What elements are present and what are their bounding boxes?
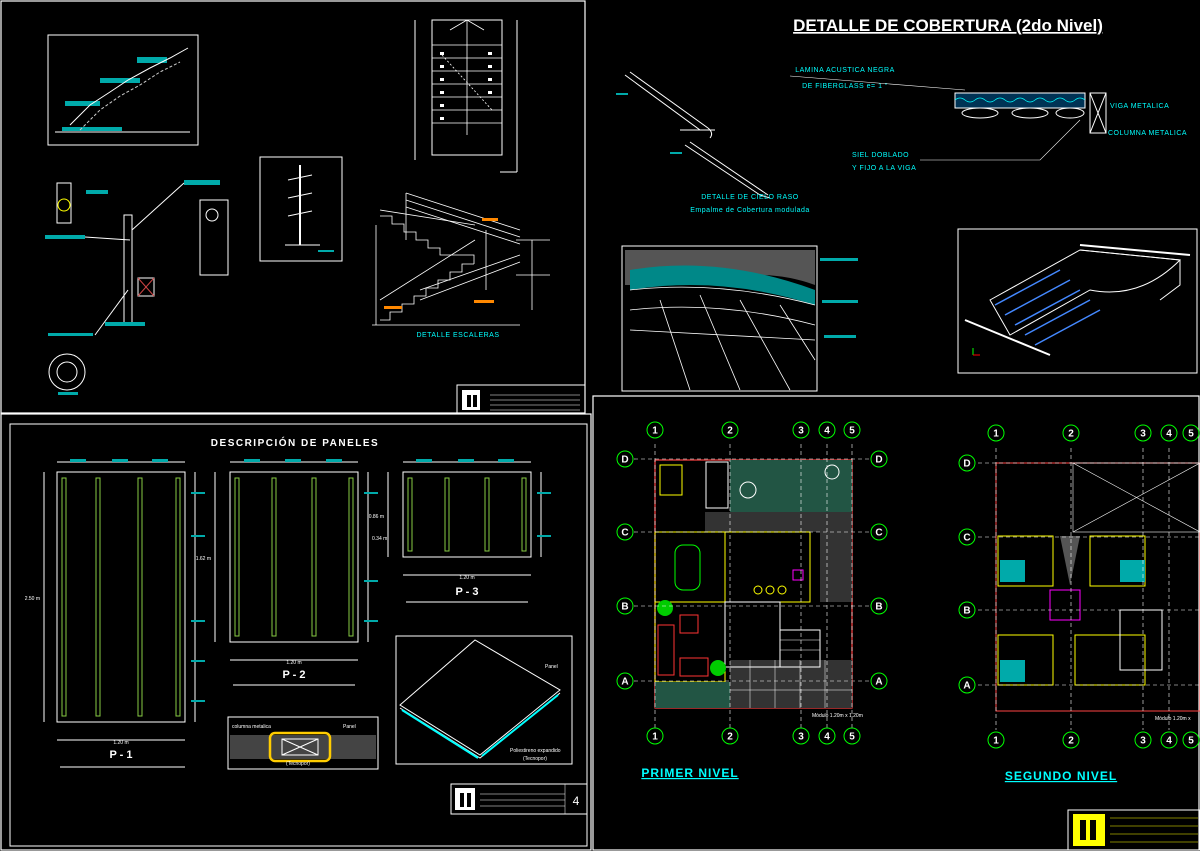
p2-height-dim: 1.62 m [196,556,211,562]
first-floor-plan: 1 2 3 4 5 1 2 3 4 5 D C B A D C B A Módu… [616,421,888,780]
p2-label: P - 2 [282,669,305,681]
sf-grid-4-top: 4 [1166,429,1172,440]
sf-grid-2-top: 2 [1068,429,1074,440]
sf-grid-c: C [963,533,970,544]
stairs-sheet: DETALLE ESCALERAS [45,19,586,414]
panel-p1 [56,471,186,723]
ff-grid-b-left: B [621,602,628,613]
sf-module-note: Módulo 1.20m x [1155,716,1191,722]
ff-grid-3-bottom: 3 [798,732,804,743]
ff-grid-3-top: 3 [798,426,804,437]
roof-panel-section [954,92,1086,109]
sf-grid-a: A [963,681,970,692]
ff-grid-a-left: A [621,677,628,688]
roof-iso-view [957,228,1198,374]
panels-sheet-inner-border [9,423,588,847]
roof-title: DETALLE DE COBERTURA (2do Nivel) [793,16,1103,35]
ff-grid-4-bottom: 4 [824,732,830,743]
note-fiberglass: DE FIBERGLASS e= 1 " [802,83,888,90]
note-metal-beam: VIGA METALICA [1110,103,1169,110]
railing-elevation [259,156,343,262]
plans-sheet: 1 2 3 4 5 1 2 3 4 5 D C B A D C B A Módu… [616,421,1200,851]
stairs-sheet-border [0,0,586,414]
ff-grid-5-top: 5 [849,426,855,437]
p1-height-dim: 2.50 m [25,596,40,602]
panel-p2 [229,471,359,643]
p1-label: P - 1 [109,749,132,761]
note-ceiling-1: SIEL DOBLADO [852,152,909,159]
joint-panel-note: Panel [343,724,356,730]
first-floor-title: PRIMER NIVEL [641,766,738,780]
roof-joint-caption: Empalme de Cobertura modulada [690,207,810,214]
sf-grid-2-bottom: 2 [1068,736,1074,747]
ff-grid-a-right: A [875,677,882,688]
ff-grid-1-top: 1 [652,426,658,437]
sf-grid-1-top: 1 [993,429,999,440]
joint-detail [227,716,379,770]
ff-grid-b-right: B [875,602,882,613]
p3-width-dim: 1.20 m [459,575,474,581]
plans-sheet-border [592,395,1200,851]
ff-grid-d-left: D [621,455,628,466]
roof-sheet-area [598,1,1199,395]
p3-label: P - 3 [455,586,478,598]
sf-grid-3-top: 3 [1140,429,1146,440]
ff-grid-4-top: 4 [824,426,830,437]
stair-section [372,192,550,326]
ff-grid-1-bottom: 1 [652,732,658,743]
ff-grid-5-bottom: 5 [849,732,855,743]
p3-height-dim: 0.86 m [369,514,384,520]
note-ceiling-2: Y FIJO A LA VIGA [852,165,916,172]
panels-sheet: DESCRIPCIÓN DE PANELES 2.50 m 1.20 m P -… [25,436,588,815]
handrail-detail [56,182,72,224]
stairs-title-block [456,384,586,414]
panels-title-block [450,783,588,815]
ceiling-caption: DETALLE DE CIELO RASO [701,194,799,201]
panel-p3 [402,471,532,558]
panels-title: DESCRIPCIÓN DE PANELES [211,436,379,449]
sf-grid-4-bottom: 4 [1166,736,1172,747]
p2-width-dim: 1.20 m [286,660,301,666]
ff-grid-2-top: 2 [727,426,733,437]
second-floor-title: SEGUNDO NIVEL [1005,769,1117,783]
ceiling-detail [624,71,771,199]
sf-grid-1-bottom: 1 [993,736,999,747]
p1-width-dim: 1.20 m [113,740,128,746]
plans-title-block [1067,809,1200,851]
p2-dim-034: 0.34 m [372,536,387,542]
iso-note-2: (Tecnopor) [523,756,547,762]
second-floor-plan: 1 2 3 4 5 1 2 3 4 5 D C B A Módulo 1.20m… [958,424,1200,783]
iso-note-1: Poliestireno expandido [510,748,561,754]
sf-grid-5-bottom: 5 [1188,736,1194,747]
panel-iso-view [395,635,573,765]
ff-grid-c-left: C [621,528,628,539]
stairs-title: DETALLE ESCALERAS [416,332,499,339]
ff-module-note: Módulo 1.20m x 1.20m [812,713,863,719]
ff-grid-c-right: C [875,528,882,539]
sf-grid-b: B [963,606,970,617]
joint-tecnopor-note: (Tecnopor) [286,761,310,767]
roof-perspective-view [621,245,818,392]
note-metal-column: COLUMNA METALICA [1108,130,1187,137]
stair-section-detail [47,34,199,146]
iso-panel-note: Panel [545,664,558,670]
sf-grid-5-top: 5 [1188,429,1194,440]
ff-grid-d-right: D [875,455,882,466]
panels-sheet-border [0,413,592,851]
roof-sheet: DETALLE DE COBERTURA (2do Nivel) DETALLE… [616,16,1198,392]
sf-grid-3-bottom: 3 [1140,736,1146,747]
sheet-number: 4 [573,794,580,808]
sf-grid-d: D [963,459,970,470]
note-acoustic-sheet: LAMINA ACUSTICA NEGRA [795,67,895,74]
joint-column-note: columna metalica [232,724,271,730]
ff-grid-2-bottom: 2 [727,732,733,743]
